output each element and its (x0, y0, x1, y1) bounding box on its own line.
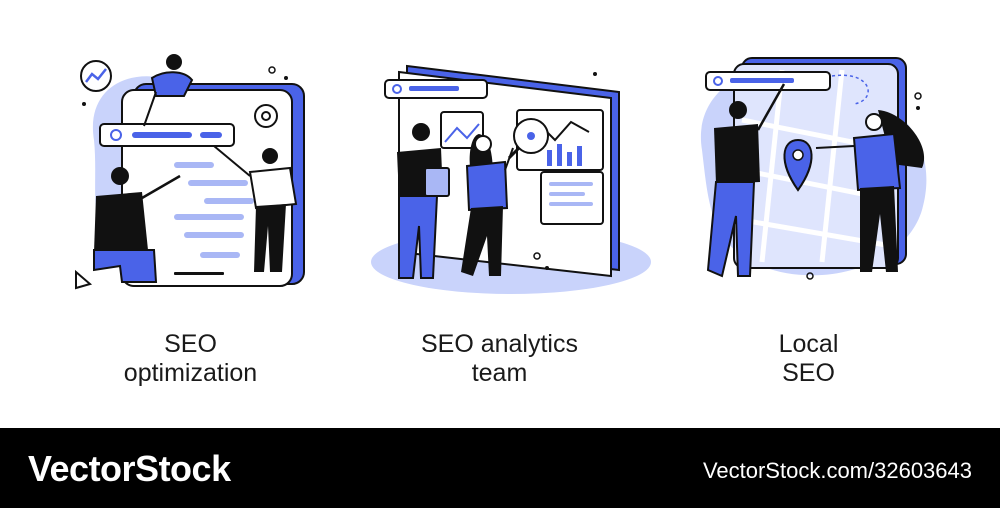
illustration-stage: SEO optimization (24, 0, 975, 428)
caption-line: SEO (782, 359, 835, 387)
seo-optimization-illustration (75, 54, 305, 290)
panel-local-seo: Local SEO (642, 0, 975, 428)
caption-line: team (471, 359, 528, 387)
brand-logo: VectorStock (28, 448, 231, 489)
source-url: VectorStock.com/32603643 (702, 458, 972, 483)
watermark-footer: VectorStock VectorStock.com/32603643 (0, 428, 1000, 508)
panel-seo-optimization: SEO optimization (24, 0, 357, 428)
local-seo-illustration (700, 57, 927, 280)
panel-seo-analytics-team: SEO analytics team (333, 0, 666, 428)
caption-line: optimization (123, 359, 258, 387)
seo-analytics-team-illustration (371, 64, 651, 294)
caption-seo-optimization: SEO optimization (24, 330, 357, 388)
caption-local-seo: Local SEO (642, 330, 975, 388)
caption-seo-analytics-team: SEO analytics team (333, 330, 666, 388)
caption-line: SEO (164, 330, 217, 358)
caption-line: SEO analytics (420, 330, 578, 358)
caption-line: Local (778, 330, 839, 358)
